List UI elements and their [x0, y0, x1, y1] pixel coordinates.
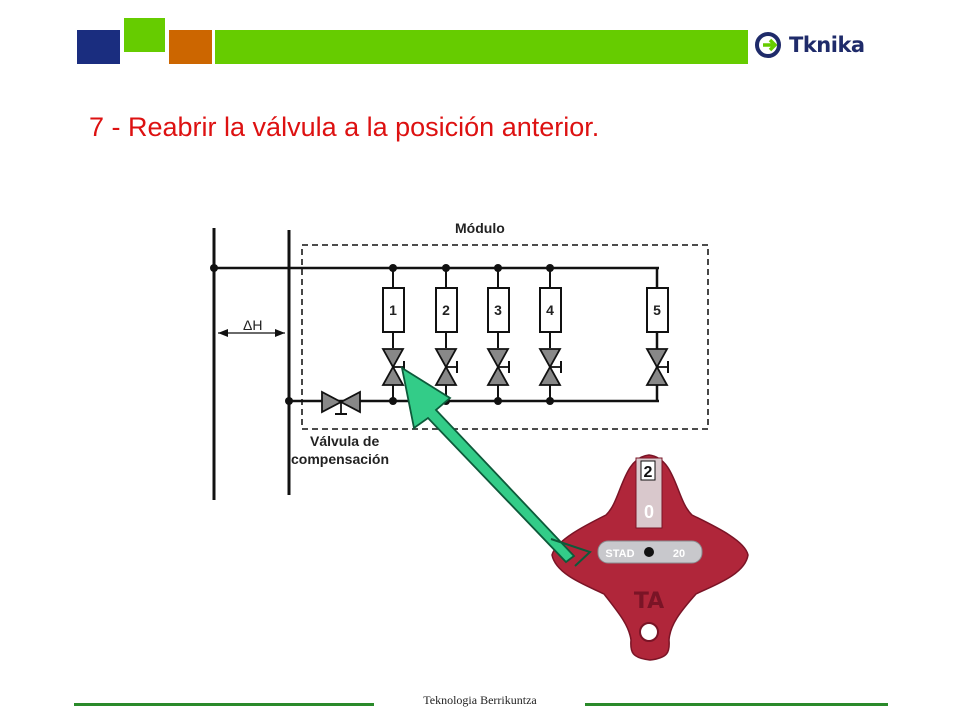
- footer-line-right: [585, 703, 888, 706]
- compensation-valve: [321, 390, 361, 415]
- circuit-1: [381, 268, 405, 401]
- header-orange-square: [169, 30, 212, 64]
- hydraulic-diagram: Módulo ΔH Válvula de compensación 1 2 3 …: [210, 220, 749, 661]
- circuit-label-1: 1: [389, 302, 397, 318]
- tknika-logo: Tknika: [755, 27, 895, 63]
- circuit-label-2: 2: [442, 302, 450, 318]
- circuit-2: [434, 268, 458, 401]
- header-blue-square: [77, 30, 120, 64]
- module-label: Módulo: [455, 220, 505, 236]
- circuit-label-3: 3: [494, 302, 502, 318]
- header-green-bar: [215, 30, 748, 64]
- counter-bottom: 0: [644, 502, 654, 522]
- delta-h-label: ΔH: [243, 317, 262, 333]
- circuit-label-4: 4: [546, 302, 554, 318]
- circuit-5: [645, 287, 669, 386]
- circuit-4: [538, 268, 562, 401]
- pointer-arrow: [400, 366, 592, 567]
- handwheel-center: [644, 547, 654, 557]
- handwheel-logo: TA: [634, 589, 664, 614]
- slide-title: 7 - Reabrir la válvula a la posición ant…: [89, 112, 600, 142]
- circuit-label-5: 5: [653, 302, 661, 318]
- circuit-3: [486, 268, 510, 401]
- brand-right: 20: [673, 548, 685, 560]
- brand-left: STAD: [605, 548, 634, 560]
- counter-top: 2: [644, 464, 653, 481]
- footer-line-left: [74, 703, 374, 706]
- valve-label-line1: Válvula de: [310, 433, 379, 449]
- handwheel-hole: [639, 622, 659, 642]
- tknika-logo-icon: [755, 32, 781, 58]
- logo-text: Tknika: [789, 33, 865, 57]
- module-box: [301, 244, 709, 430]
- handwheel: 2 0 STAD 20 TA: [551, 454, 749, 661]
- header-green-square: [124, 18, 165, 52]
- valve-label-line2: compensación: [291, 451, 389, 467]
- footer-text: Teknologia Berrikuntza: [423, 693, 537, 707]
